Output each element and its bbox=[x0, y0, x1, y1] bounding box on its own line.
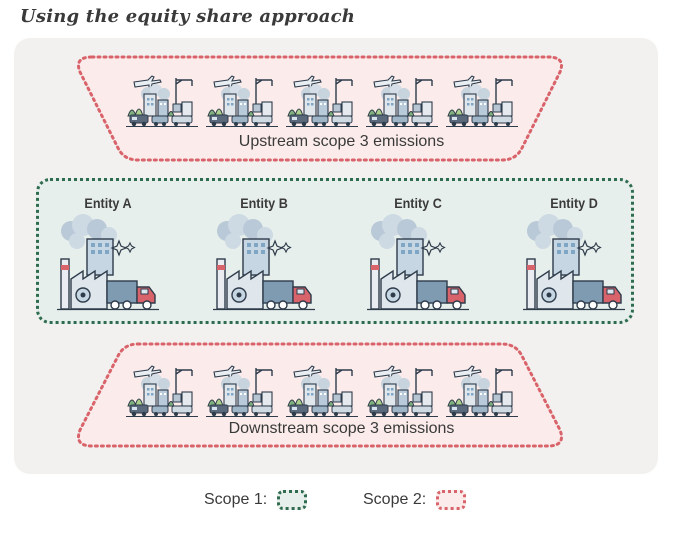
upstream-icon-row bbox=[126, 72, 518, 128]
legend-scope1: Scope 1: bbox=[204, 490, 308, 510]
industrial-city-scene-icon bbox=[366, 72, 438, 128]
diagram-title: Using the equity share approach bbox=[20, 6, 356, 27]
industrial-city-scene-icon bbox=[446, 72, 518, 128]
legend-scope2: Scope 2: bbox=[363, 490, 467, 510]
factory-with-truck-icon bbox=[519, 213, 629, 318]
industrial-city-scene-icon bbox=[446, 362, 518, 418]
entity-label: Entity D bbox=[550, 195, 598, 211]
industrial-city-scene-icon bbox=[206, 362, 278, 418]
entity-c: Entity C bbox=[363, 195, 473, 315]
downstream-icon-row bbox=[126, 362, 518, 418]
entities-group: Entity A Entity B Entity C bbox=[36, 178, 634, 324]
entity-label: Entity C bbox=[394, 195, 442, 211]
factory-with-truck-icon bbox=[363, 213, 473, 318]
industrial-city-scene-icon bbox=[286, 362, 358, 418]
legend: Scope 1: Scope 2: bbox=[0, 490, 683, 518]
entity-a: Entity A bbox=[53, 195, 163, 315]
industrial-city-scene-icon bbox=[286, 72, 358, 128]
legend-scope1-label: Scope 1: bbox=[204, 491, 268, 508]
factory-with-truck-icon bbox=[209, 213, 319, 318]
entity-d: Entity D bbox=[519, 195, 629, 315]
downstream-label: Downstream scope 3 emissions bbox=[228, 420, 455, 437]
factory-with-truck-icon bbox=[53, 213, 163, 318]
industrial-city-scene-icon bbox=[206, 72, 278, 128]
entity-label: Entity A bbox=[84, 195, 132, 211]
legend-scope2-swatch bbox=[436, 490, 467, 510]
entity-label: Entity B bbox=[240, 195, 288, 211]
legend-scope1-swatch bbox=[277, 490, 308, 510]
industrial-city-scene-icon bbox=[126, 72, 198, 128]
industrial-city-scene-icon bbox=[126, 362, 198, 418]
legend-scope2-label: Scope 2: bbox=[363, 491, 427, 508]
entity-b: Entity B bbox=[209, 195, 319, 315]
upstream-label: Upstream scope 3 emissions bbox=[238, 133, 445, 150]
industrial-city-scene-icon bbox=[366, 362, 438, 418]
